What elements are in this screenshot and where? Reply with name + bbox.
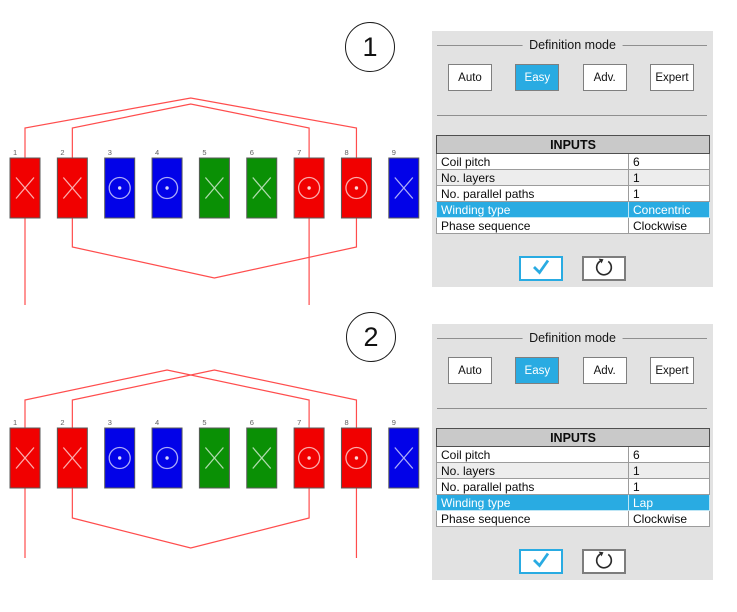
- svg-text:4: 4: [155, 418, 159, 427]
- definition-mode-title: Definition mode: [522, 331, 623, 345]
- table-row-parallel-paths[interactable]: No. parallel paths 1: [436, 478, 710, 495]
- table-row-phase-sequence[interactable]: Phase sequence Clockwise: [436, 217, 710, 234]
- mode-button-expert[interactable]: Expert: [649, 64, 694, 91]
- table-row-winding-type[interactable]: Winding type Lap: [436, 494, 710, 511]
- svg-text:6: 6: [250, 148, 254, 157]
- inputs-table: INPUTS Coil pitch 6 No. layers 1 No. par…: [436, 428, 710, 527]
- mode-button-easy[interactable]: Easy: [515, 64, 560, 91]
- table-row-layers[interactable]: No. layers 1: [436, 462, 710, 479]
- confirm-button[interactable]: [519, 256, 563, 281]
- check-icon: [528, 550, 554, 573]
- svg-text:3: 3: [108, 418, 112, 427]
- svg-text:2: 2: [60, 148, 64, 157]
- action-button-row: [432, 256, 713, 281]
- svg-text:8: 8: [344, 418, 348, 427]
- mode-button-expert[interactable]: Expert: [649, 357, 694, 384]
- reset-button[interactable]: [582, 256, 626, 281]
- separator: [437, 115, 707, 116]
- svg-text:9: 9: [392, 418, 396, 427]
- svg-text:9: 9: [392, 148, 396, 157]
- mode-button-auto[interactable]: Auto: [448, 64, 492, 91]
- table-row-coil-pitch[interactable]: Coil pitch 6: [436, 446, 710, 463]
- mode-button-row: Auto Easy Adv. Expert: [448, 357, 694, 384]
- inputs-table-header: INPUTS: [436, 428, 710, 447]
- separator: [437, 408, 707, 409]
- table-row-layers[interactable]: No. layers 1: [436, 169, 710, 186]
- mode-button-adv[interactable]: Adv.: [582, 357, 627, 384]
- table-row-parallel-paths[interactable]: No. parallel paths 1: [436, 185, 710, 202]
- svg-text:3: 3: [108, 148, 112, 157]
- svg-text:4: 4: [155, 148, 159, 157]
- mode-button-row: Auto Easy Adv. Expert: [448, 64, 694, 91]
- svg-text:5: 5: [202, 148, 206, 157]
- svg-text:7: 7: [297, 418, 301, 427]
- svg-text:8: 8: [344, 148, 348, 157]
- figure-2-badge: 2: [346, 312, 396, 362]
- table-row-coil-pitch[interactable]: Coil pitch 6: [436, 153, 710, 170]
- settings-panel-1: Definition mode Auto Easy Adv. Expert IN…: [432, 31, 713, 287]
- svg-text:5: 5: [202, 418, 206, 427]
- mode-button-adv[interactable]: Adv.: [582, 64, 627, 91]
- mode-button-auto[interactable]: Auto: [448, 357, 492, 384]
- svg-text:6: 6: [250, 418, 254, 427]
- svg-text:2: 2: [60, 418, 64, 427]
- mode-button-easy[interactable]: Easy: [515, 357, 560, 384]
- reset-button[interactable]: [582, 549, 626, 574]
- settings-panel-2: Definition mode Auto Easy Adv. Expert IN…: [432, 324, 713, 580]
- check-icon: [528, 257, 554, 280]
- winding-diagram-2: 1 2 3 4 5 6 7 8 9: [9, 369, 420, 558]
- inputs-table-header: INPUTS: [436, 135, 710, 154]
- inputs-table: INPUTS Coil pitch 6 No. layers 1 No. par…: [436, 135, 710, 234]
- svg-text:1: 1: [13, 148, 17, 157]
- undo-icon: [592, 549, 616, 574]
- svg-text:7: 7: [297, 148, 301, 157]
- winding-diagram-1: 1 2 3 4 5 6 7 8 9: [9, 97, 420, 305]
- definition-mode-title: Definition mode: [522, 38, 623, 52]
- confirm-button[interactable]: [519, 549, 563, 574]
- undo-icon: [592, 256, 616, 281]
- table-row-phase-sequence[interactable]: Phase sequence Clockwise: [436, 510, 710, 527]
- svg-text:1: 1: [13, 418, 17, 427]
- table-row-winding-type[interactable]: Winding type Concentric: [436, 201, 710, 218]
- action-button-row: [432, 549, 713, 574]
- figure-1-badge: 1: [345, 22, 395, 72]
